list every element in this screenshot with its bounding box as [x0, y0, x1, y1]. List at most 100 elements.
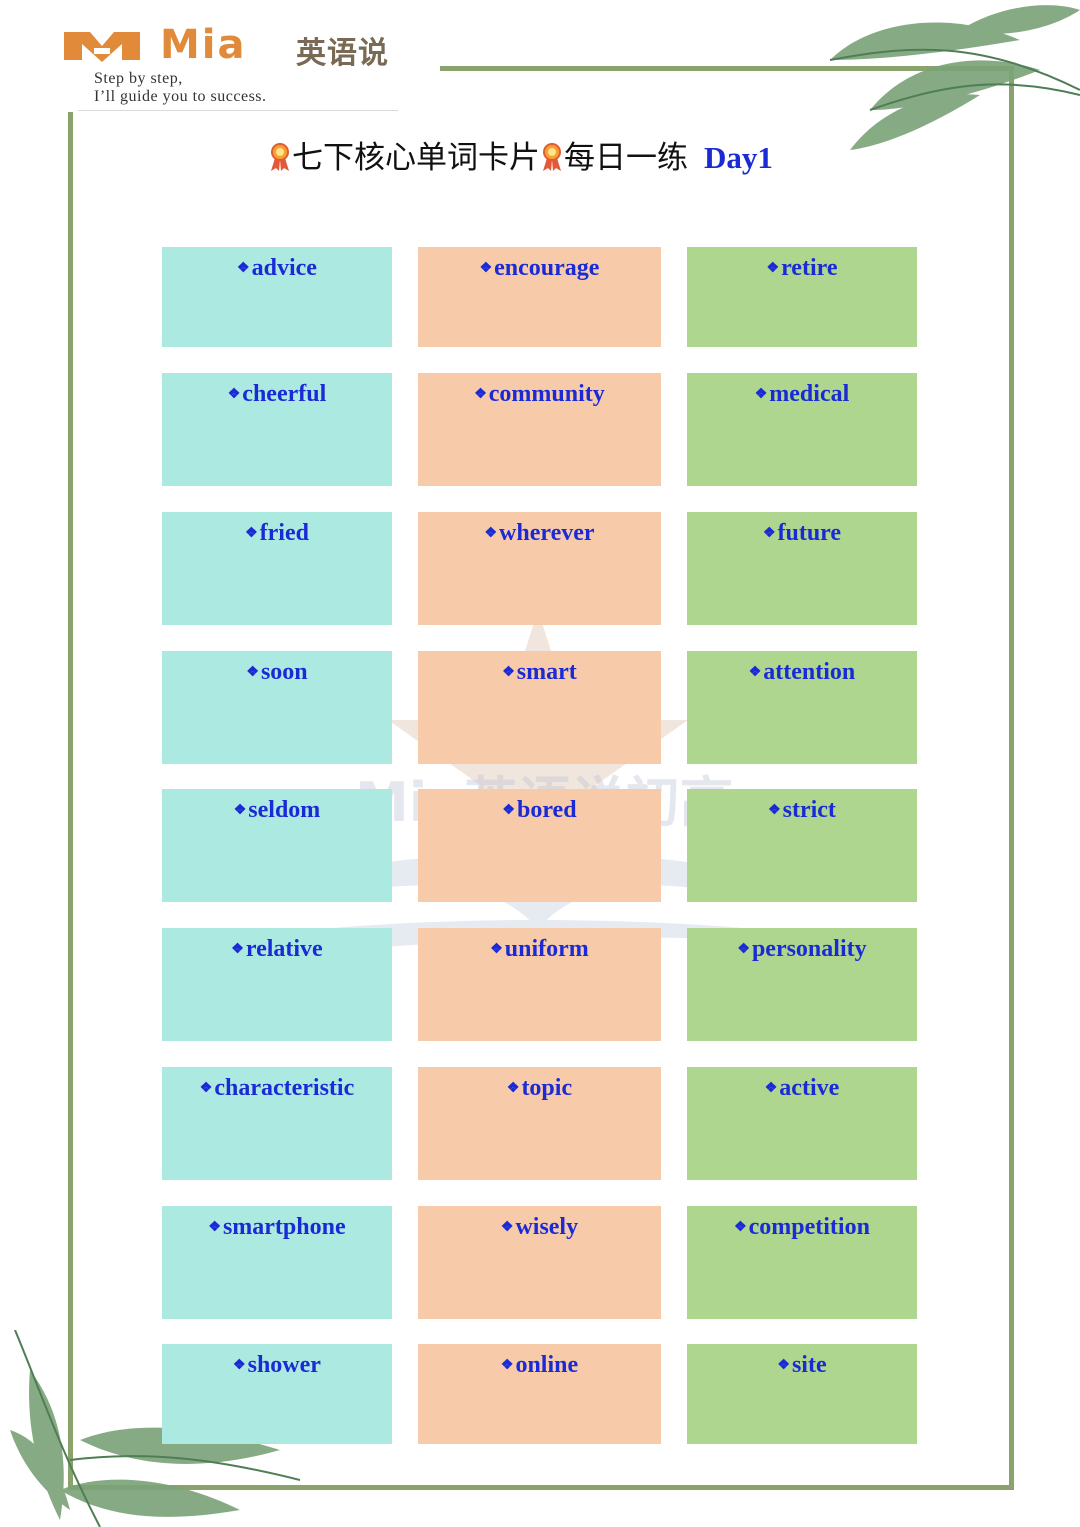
word-text: shower — [247, 1352, 321, 1378]
word-card: ❖site — [687, 1344, 917, 1444]
diamond-bullet-icon: ❖ — [762, 526, 776, 541]
word-card: ❖online — [418, 1344, 661, 1444]
frame-right-border — [1009, 66, 1014, 1490]
word-card: ❖community — [418, 373, 661, 486]
word-card: ❖characteristic — [162, 1067, 392, 1180]
diamond-bullet-icon: ❖ — [766, 261, 780, 276]
diamond-bullet-icon: ❖ — [734, 1220, 747, 1235]
word-text: uniform — [504, 936, 589, 962]
word-card: ❖personality — [687, 928, 917, 1041]
diamond-bullet-icon: ❖ — [506, 1081, 520, 1096]
brand-name: Mia — [160, 22, 247, 68]
word-text: relative — [245, 936, 323, 962]
word-text: competition — [748, 1214, 870, 1240]
diamond-bullet-icon: ❖ — [199, 1081, 213, 1096]
word-text: fried — [259, 520, 309, 546]
word-text: medical — [769, 381, 850, 407]
word-card: ❖smart — [418, 651, 661, 764]
diamond-bullet-icon: ❖ — [484, 526, 498, 541]
word-card: ❖smartphone — [162, 1206, 392, 1319]
word-text: characteristic — [214, 1075, 355, 1101]
diamond-bullet-icon: ❖ — [764, 1081, 778, 1096]
word-text: community — [488, 381, 605, 407]
diamond-bullet-icon: ❖ — [502, 665, 515, 680]
frame-top-border — [440, 66, 1014, 71]
word-text: retire — [781, 255, 838, 281]
diamond-bullet-icon: ❖ — [227, 387, 241, 402]
word-card: ❖future — [687, 512, 917, 625]
word-card: ❖encourage — [418, 247, 661, 347]
page-title: 七下核心单词卡片 每日一练 Day1 — [268, 132, 828, 176]
title-main: 七下核心单词卡片 — [292, 140, 540, 175]
title-day: Day1 — [704, 140, 773, 175]
leaf-decoration-top-right — [829, 5, 1080, 150]
diamond-bullet-icon: ❖ — [500, 1358, 514, 1373]
title-sub: 每日一练 — [564, 140, 688, 175]
word-card: ❖active — [687, 1067, 917, 1180]
diamond-bullet-icon: ❖ — [246, 665, 259, 680]
diamond-bullet-icon: ❖ — [245, 526, 258, 541]
diamond-bullet-icon: ❖ — [231, 942, 244, 957]
medal-icon — [271, 143, 289, 171]
word-card: ❖cheerful — [162, 373, 392, 486]
word-text: advice — [251, 255, 317, 281]
diamond-bullet-icon: ❖ — [748, 665, 762, 680]
frame-left-border — [68, 112, 73, 1490]
diamond-bullet-icon: ❖ — [233, 1358, 246, 1373]
word-card: ❖wisely — [418, 1206, 661, 1319]
word-text: smart — [516, 659, 577, 685]
logo-divider — [78, 110, 398, 111]
word-card: ❖uniform — [418, 928, 661, 1041]
diamond-bullet-icon: ❖ — [502, 803, 515, 818]
word-card: ❖fried — [162, 512, 392, 625]
diamond-bullet-icon: ❖ — [490, 942, 503, 957]
word-card: ❖seldom — [162, 789, 392, 902]
word-card: ❖advice — [162, 247, 392, 347]
diamond-bullet-icon: ❖ — [474, 387, 487, 402]
word-card: ❖topic — [418, 1067, 661, 1180]
word-card: ❖bored — [418, 789, 661, 902]
word-card: ❖relative — [162, 928, 392, 1041]
diamond-bullet-icon: ❖ — [233, 803, 247, 818]
diamond-bullet-icon: ❖ — [777, 1358, 790, 1373]
word-text: soon — [260, 659, 308, 685]
diamond-bullet-icon: ❖ — [208, 1220, 221, 1235]
word-text: smartphone — [222, 1214, 346, 1240]
word-card: ❖attention — [687, 651, 917, 764]
word-text: cheerful — [242, 381, 327, 407]
mia-logo-icon — [64, 32, 140, 62]
word-card: ❖soon — [162, 651, 392, 764]
word-card: ❖strict — [687, 789, 917, 902]
tagline-line1: Step by step, — [94, 70, 183, 87]
word-card: ❖medical — [687, 373, 917, 486]
word-text: site — [791, 1352, 827, 1378]
diamond-bullet-icon: ❖ — [754, 387, 768, 402]
word-card: ❖shower — [162, 1344, 392, 1444]
word-text: personality — [751, 936, 867, 962]
word-card: ❖retire — [687, 247, 917, 347]
word-text: future — [777, 520, 842, 546]
medal-icon — [543, 143, 561, 171]
word-text: active — [779, 1075, 840, 1101]
word-text: topic — [521, 1075, 573, 1101]
word-text: wherever — [499, 520, 595, 546]
word-card: ❖wherever — [418, 512, 661, 625]
diamond-bullet-icon: ❖ — [479, 261, 493, 276]
word-text: bored — [516, 797, 577, 823]
brand-name-cn: 英语说 — [296, 36, 389, 71]
leaf-decoration-bottom-left — [10, 1330, 300, 1527]
brand-logo: Mia 英语说 Step by step, I’ll guide you to … — [60, 22, 460, 119]
tagline-line2: I’ll guide you to success. — [94, 88, 267, 105]
diamond-bullet-icon: ❖ — [500, 1220, 514, 1235]
word-text: attention — [763, 659, 856, 685]
word-card: ❖competition — [687, 1206, 917, 1319]
word-text: strict — [782, 797, 836, 823]
word-text: seldom — [248, 797, 321, 823]
word-text: encourage — [494, 255, 600, 281]
diamond-bullet-icon: ❖ — [737, 942, 750, 957]
word-text: wisely — [515, 1214, 579, 1240]
frame-bottom-border — [68, 1485, 1014, 1490]
word-text: online — [515, 1352, 579, 1378]
diamond-bullet-icon: ❖ — [768, 803, 781, 818]
diamond-bullet-icon: ❖ — [237, 261, 250, 276]
